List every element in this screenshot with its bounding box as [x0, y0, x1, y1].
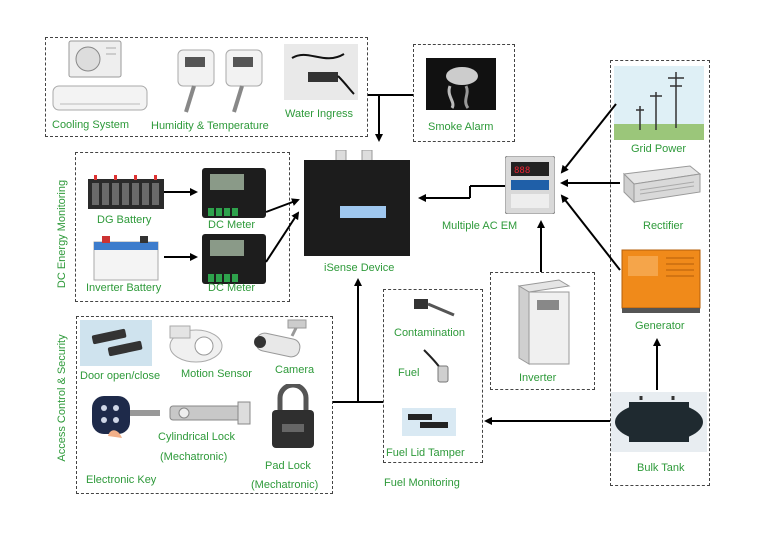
dg-battery-label: DG Battery: [97, 214, 152, 226]
dc-meter-image: [202, 168, 266, 218]
cooling-system-label: Cooling System: [52, 119, 130, 131]
fuel-sensor-image: [420, 346, 460, 386]
ac-indoor-unit-image: [52, 84, 148, 114]
isense-device-label: iSense Device: [324, 262, 395, 274]
power-sources-group: [610, 60, 710, 486]
door-open-close-label: Door open/close: [80, 370, 161, 382]
camera-image: [248, 318, 314, 362]
dc-meter-label: DC Meter: [208, 219, 256, 231]
isense-device-image: [300, 149, 414, 260]
fuel-label: Fuel: [398, 367, 420, 379]
pad-lock-sub-label: (Mechatronic): [251, 479, 319, 491]
environment-group: [45, 37, 368, 137]
pad-lock-image: [268, 382, 318, 452]
inverter-label: Inverter: [519, 372, 557, 384]
generator-label: Generator: [635, 320, 685, 332]
humidity-temperature-label: Humidity & Temperature: [151, 120, 269, 132]
grid-power-image: [614, 66, 704, 140]
water-ingress-image: [284, 44, 358, 100]
cylindrical-lock-sub-label: (Mechatronic): [160, 451, 228, 463]
fuel-lid-tamper-label: Fuel Lid Tamper: [386, 447, 465, 459]
dg-battery-image: [88, 173, 164, 213]
water-ingress-label: Water Ingress: [285, 108, 354, 120]
door-sensor-image: [80, 320, 152, 366]
multiple-ac-em-label: Multiple AC EM: [442, 220, 518, 232]
svg-text:888: 888: [514, 166, 530, 176]
bulk-tank-image: [611, 392, 707, 452]
access-control-group: [76, 316, 333, 494]
inverter-battery-label: Inverter Battery: [86, 282, 162, 294]
bulk-tank-label: Bulk Tank: [637, 462, 685, 474]
inverter-image: [515, 278, 573, 366]
fuel-monitoring-group: [383, 289, 483, 463]
dc-meter-label: DC Meter: [208, 282, 256, 294]
smoke-alarm-image: [426, 58, 496, 110]
electronic-key-label: Electronic Key: [86, 474, 157, 486]
smoke-alarm-label: Smoke Alarm: [428, 121, 494, 133]
ac-energy-meter-image: 888: [504, 155, 556, 215]
dc-meter-image: [202, 234, 266, 284]
dc-energy-monitoring-label: DC Energy Monitoring: [56, 179, 68, 289]
generator-image: [618, 244, 704, 316]
camera-label: Camera: [275, 364, 315, 376]
contamination-sensor-image: [410, 293, 458, 321]
inverter-group: [490, 272, 595, 390]
access-control-security-label: Access Control & Security: [56, 334, 68, 462]
smoke-group: [413, 44, 515, 142]
cylindrical-lock-image: [168, 398, 252, 428]
fuel-lid-tamper-image: [402, 408, 456, 436]
motion-sensor-image: [166, 320, 228, 364]
ac-outdoor-unit-image: [68, 40, 122, 80]
electronic-key-image: [88, 392, 164, 444]
contamination-label: Contamination: [394, 327, 465, 339]
rectifier-image: [620, 160, 702, 208]
cylindrical-lock-label: Cylindrical Lock: [158, 431, 236, 443]
inverter-battery-image: [90, 234, 162, 282]
pad-lock-label: Pad Lock: [265, 460, 311, 472]
humidity-sensor-image: [172, 46, 268, 116]
fuel-monitoring-label: Fuel Monitoring: [384, 477, 460, 489]
motion-sensor-label: Motion Sensor: [181, 368, 252, 380]
rectifier-label: Rectifier: [643, 220, 684, 232]
grid-power-label: Grid Power: [631, 143, 687, 155]
